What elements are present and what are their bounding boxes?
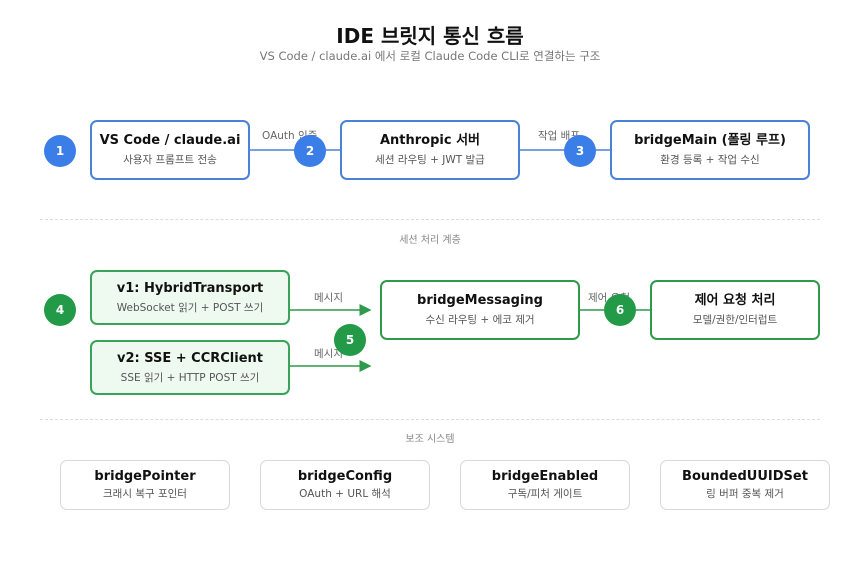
node-title: v2: SSE + CCRClient — [116, 350, 264, 366]
node-subtitle: WebSocket 읽기 + POST 쓰기 — [116, 301, 264, 314]
node-title: v1: HybridTransport — [116, 280, 264, 296]
node-subtitle: 환경 등록 + 작업 수신 — [660, 154, 760, 166]
node-bridge-messaging: bridgeMessaging 수신 라우팅 + 에코 제거 — [380, 280, 580, 340]
node-subtitle: 사용자 프롬프트 전송 — [123, 154, 217, 166]
section-divider — [40, 419, 820, 420]
node-subtitle: 모델/권한/인터럽트 — [692, 314, 778, 326]
node-subtitle: 수신 라우팅 + 에코 제거 — [425, 314, 535, 326]
node-bridgemain: bridgeMain (폴링 루프) 환경 등록 + 작업 수신 — [610, 120, 810, 180]
node-bounded-uuid-set: BoundedUUIDSet 링 버퍼 중복 제거 — [660, 460, 830, 510]
node-title: bridgePointer — [94, 469, 196, 484]
edge-label-message-v2: 메시지 — [314, 348, 343, 360]
step-badge-4: 4 — [44, 294, 76, 326]
node-subtitle: 구독/피처 게이트 — [507, 488, 583, 500]
step-badge-6: 6 — [604, 294, 636, 326]
page-title: IDE 브릿지 통신 흐름 — [336, 24, 524, 48]
section-label-session: 세션 처리 계층 — [399, 235, 461, 246]
edge-label-message-v1: 메시지 — [314, 292, 343, 304]
node-title: Anthropic 서버 — [379, 133, 481, 148]
node-title: bridgeMessaging — [417, 293, 543, 308]
section-label-aux: 보조 시스템 — [405, 434, 455, 445]
node-bridge-config: bridgeConfig OAuth + URL 해석 — [260, 460, 430, 510]
node-bridge-enabled: bridgeEnabled 구독/피처 게이트 — [460, 460, 630, 510]
node-title: BoundedUUIDSet — [682, 469, 808, 484]
node-title: VS Code / claude.ai — [99, 133, 241, 148]
node-title: 제어 요청 처리 — [694, 293, 776, 308]
node-vscode: VS Code / claude.ai 사용자 프롬프트 전송 — [90, 120, 250, 180]
section-divider — [40, 219, 820, 220]
step-badge-3: 3 — [564, 135, 596, 167]
node-subtitle: 크래시 복구 포인터 — [103, 488, 187, 500]
node-v1-hybrid-transport: v1: HybridTransport WebSocket 읽기 + POST … — [90, 270, 290, 325]
node-anthropic-server: Anthropic 서버 세션 라우팅 + JWT 발급 — [340, 120, 520, 180]
node-control-request: 제어 요청 처리 모델/권한/인터럽트 — [650, 280, 820, 340]
node-title: bridgeMain (폴링 루프) — [634, 133, 786, 148]
node-title: bridgeConfig — [297, 469, 393, 484]
step-badge-5: 5 — [334, 324, 366, 356]
node-bridge-pointer: bridgePointer 크래시 복구 포인터 — [60, 460, 230, 510]
node-title: bridgeEnabled — [491, 469, 599, 484]
node-subtitle: 링 버퍼 중복 제거 — [706, 488, 784, 500]
step-badge-2: 2 — [294, 135, 326, 167]
node-subtitle: OAuth + URL 해석 — [299, 488, 391, 500]
node-subtitle: SSE 읽기 + HTTP POST 쓰기 — [120, 371, 260, 384]
page-subtitle: VS Code / claude.ai 에서 로컬 Claude Code CL… — [259, 49, 601, 63]
node-subtitle: 세션 라우팅 + JWT 발급 — [375, 154, 485, 166]
step-badge-1: 1 — [44, 135, 76, 167]
node-v2-sse-ccrclient: v2: SSE + CCRClient SSE 읽기 + HTTP POST 쓰… — [90, 340, 290, 395]
